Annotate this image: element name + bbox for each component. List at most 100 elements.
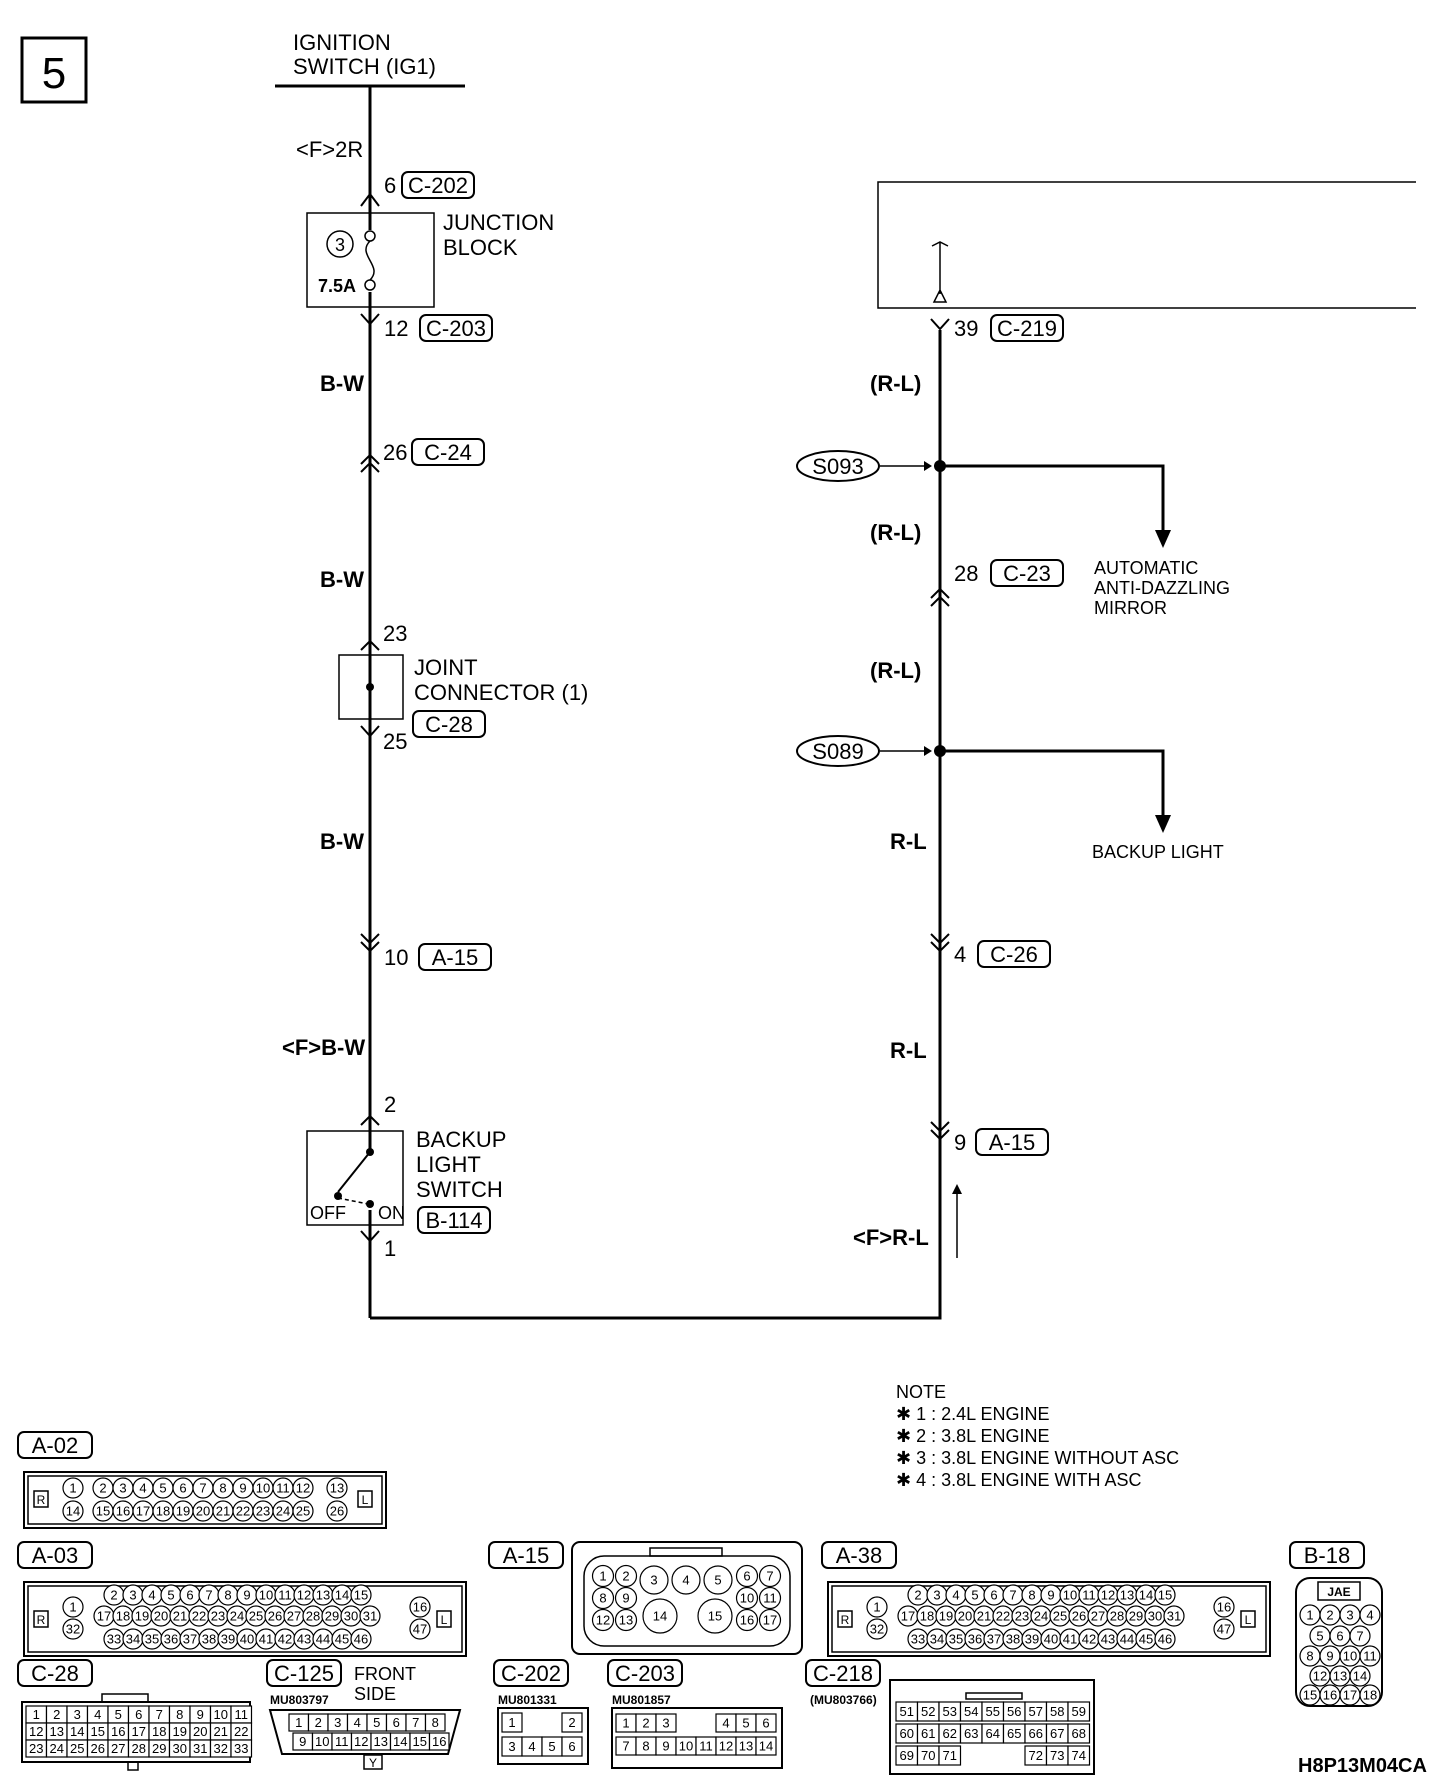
c203-pin-2: 2 xyxy=(635,1713,657,1733)
a38-pin-18-label: 18 xyxy=(920,1609,934,1624)
c125-pin-16: 16 xyxy=(428,1732,450,1751)
a03-pin-46-label: 46 xyxy=(354,1632,368,1647)
a03-pin-45: 45 xyxy=(331,1628,353,1650)
c218-pin-62-label: 62 xyxy=(943,1726,957,1741)
a15-pin-2: 2 xyxy=(614,1564,638,1588)
c218-pin-52: 52 xyxy=(916,1701,940,1722)
b18-pin-17: 17 xyxy=(1339,1684,1361,1706)
a03-pin-16-ring xyxy=(409,1596,431,1618)
a02-pin-13-label: 13 xyxy=(330,1481,344,1496)
c202-part-number: MU801331 xyxy=(498,1693,557,1707)
b18-pin-14: 14 xyxy=(1349,1665,1371,1687)
a15-pin-9-ring xyxy=(614,1586,638,1610)
c203-pin-13: 13 xyxy=(735,1736,757,1756)
a38-pin-7-label: 7 xyxy=(1009,1588,1016,1603)
a38-pin-8-label: 8 xyxy=(1028,1588,1035,1603)
a03-pin-37-label: 37 xyxy=(183,1632,197,1647)
a38-pin-47-ring xyxy=(1213,1618,1235,1640)
c28-pin-1-label: 1 xyxy=(33,1707,40,1722)
a38-side-r: R xyxy=(841,1613,850,1627)
c28-pin-26: 26 xyxy=(86,1739,109,1758)
a15-left-tag-frame xyxy=(418,943,492,971)
a02-pin-14-ring xyxy=(62,1500,84,1522)
a02-pin-3: 3 xyxy=(112,1477,134,1499)
a15-pin-14-label: 14 xyxy=(653,1609,667,1624)
b18-pin-7-label: 7 xyxy=(1356,1629,1363,1644)
a02-body xyxy=(23,1471,387,1529)
a03-pin-5: 5 xyxy=(160,1584,182,1606)
a02-pin-14: 14 xyxy=(62,1500,84,1522)
c203-pin-14-label: 14 xyxy=(759,1739,773,1754)
a02-side-l-box xyxy=(357,1490,373,1508)
junction-block-label-line2: BLOCK xyxy=(443,235,518,260)
c28-pin-21: 21 xyxy=(209,1722,232,1741)
s089-branch-wire xyxy=(940,749,1165,817)
b18-pin-5-label: 5 xyxy=(1316,1629,1323,1644)
a15-pin-7-ring xyxy=(758,1564,782,1588)
left-circuit: IGNITION SWITCH (IG1) <F>2R 6 C-202 3 7.… xyxy=(275,30,588,1318)
left-wire-color-4: <F>B-W xyxy=(282,1035,365,1060)
c218-pin-51-label: 51 xyxy=(900,1704,914,1719)
b18-pin-10-label: 10 xyxy=(1343,1649,1357,1664)
b18-pin-2: 2 xyxy=(1319,1604,1341,1626)
a38-pin-18: 18 xyxy=(916,1605,938,1627)
a15-left-tag: A-15 xyxy=(432,945,478,970)
a02-pin-12-ring xyxy=(292,1477,314,1499)
a38-pin-44-label: 44 xyxy=(1120,1632,1134,1647)
b18-header-box xyxy=(1317,1581,1361,1601)
a15-pin-7: 7 xyxy=(758,1564,782,1588)
a02-pin-19: 19 xyxy=(172,1500,194,1522)
a03-pin-24: 24 xyxy=(226,1605,248,1627)
c218-pin-53: 53 xyxy=(938,1701,962,1722)
a15-pin-13: 13 xyxy=(614,1608,638,1632)
a15-pin-15: 15 xyxy=(697,1598,733,1634)
c28-pin-10: 10 xyxy=(209,1705,232,1724)
a03-pin-24-label: 24 xyxy=(230,1609,244,1624)
b18-pin-13-label: 13 xyxy=(1333,1669,1347,1684)
c218-pin-59-cell xyxy=(1067,1701,1091,1722)
a38-pin-1-ring xyxy=(866,1596,888,1618)
c218-pin-73: 73 xyxy=(1045,1745,1069,1766)
c203-pin-4: 4 xyxy=(715,1713,737,1733)
b18-pin-2-label: 2 xyxy=(1326,1608,1333,1623)
a02-pin-7-label: 7 xyxy=(199,1481,206,1496)
c203-pin-14: 14 xyxy=(755,1736,777,1756)
c28-pin-11-label: 11 xyxy=(235,1707,249,1722)
c125-key: Y xyxy=(369,1756,377,1770)
c203-pin-6-label: 6 xyxy=(762,1716,769,1731)
c218-pin-61-label: 61 xyxy=(921,1726,935,1741)
c202-pin-2-label: 2 xyxy=(568,1715,575,1730)
a03-pin-33-label: 33 xyxy=(107,1632,121,1647)
c24-pin-number: 26 xyxy=(383,440,407,465)
a02-pin-5: 5 xyxy=(152,1477,174,1499)
switch-bottom-chevron-icon xyxy=(360,1230,380,1243)
a02-pin-9: 9 xyxy=(232,1477,254,1499)
a38-pin-25: 25 xyxy=(1049,1605,1071,1627)
c28-pin-18: 18 xyxy=(148,1722,171,1741)
a02-pin-17-label: 17 xyxy=(136,1504,150,1519)
a03-pin-20-label: 20 xyxy=(154,1609,168,1624)
c26-pin-number: 4 xyxy=(954,942,966,967)
joint-top-chevron-icon xyxy=(360,639,380,651)
right-wire-color-3: (R-L) xyxy=(870,658,921,683)
a38-tag: A-38 xyxy=(836,1543,882,1568)
b18-pin-7-ring xyxy=(1349,1625,1371,1647)
c203-pin-5-label: 5 xyxy=(742,1716,749,1731)
a38-pin-4-label: 4 xyxy=(952,1588,959,1603)
b18-pin-8: 8 xyxy=(1299,1645,1321,1667)
c28-pin-8: 8 xyxy=(168,1705,191,1724)
c218-pin-59: 59 xyxy=(1067,1701,1091,1722)
a02-pin-20: 20 xyxy=(192,1500,214,1522)
a03-pin-4-label: 4 xyxy=(148,1588,155,1603)
a02-pin-6-label: 6 xyxy=(179,1481,186,1496)
c125-pin-12: 12 xyxy=(350,1732,372,1751)
a38-pin-27: 27 xyxy=(1087,1605,1109,1627)
a02-pin-1-ring xyxy=(62,1477,84,1499)
c203-pin-3: 3 xyxy=(655,1713,677,1733)
c203-pin-5: 5 xyxy=(735,1713,757,1733)
c125-pin-4: 4 xyxy=(346,1713,368,1732)
a15-pin-15-ring xyxy=(697,1598,733,1634)
a38-pin-9-label: 9 xyxy=(1047,1588,1054,1603)
a03-pin-18: 18 xyxy=(112,1605,134,1627)
